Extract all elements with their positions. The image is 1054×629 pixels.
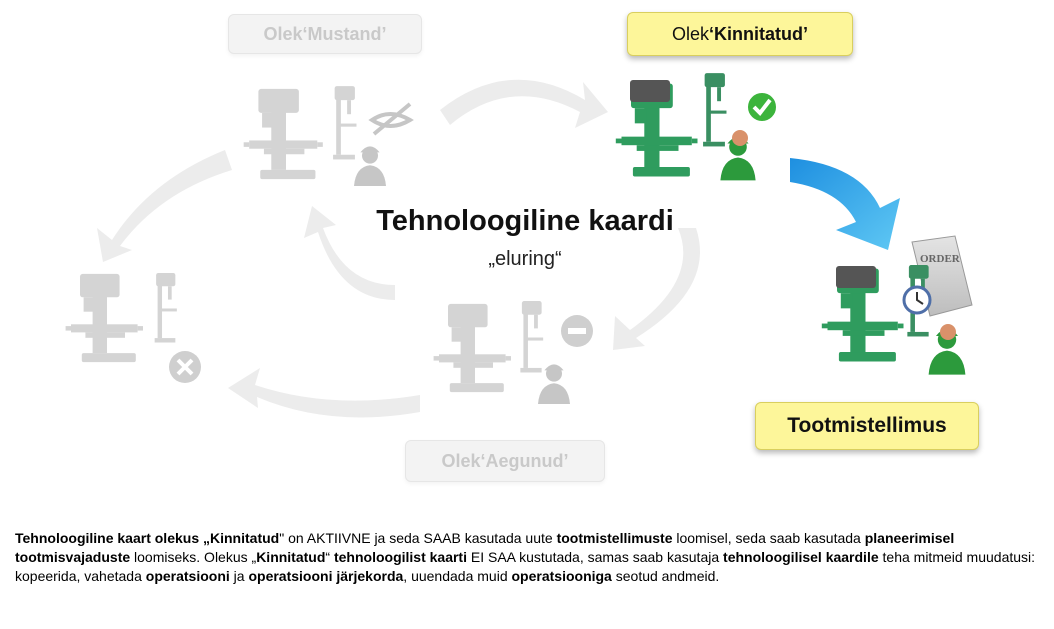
cap-2: Kinnitatud	[210, 530, 280, 546]
state-expired-callout: Olek ‘Aegunud’	[405, 440, 605, 482]
cap-3: " on AKTIIVNE ja seda SAAB kasutada uute	[279, 530, 557, 546]
big-blue-arrow	[790, 158, 900, 250]
diagram-graphics: ORDER	[65, 73, 973, 418]
cap-16: operatsiooni järjekorda	[248, 568, 404, 584]
state-expired-name: ‘Aegunud’	[480, 450, 569, 471]
state-draft-prefix: Olek	[263, 23, 303, 44]
description-text: Tehnoloogiline kaart olekus „Kinnitatud"…	[15, 529, 1040, 586]
order-group: ORDER	[821, 235, 973, 375]
state-draft-name: ‘Mustand’	[302, 23, 387, 44]
state-approved-prefix: Olek	[672, 23, 710, 44]
cap-9: “	[325, 549, 334, 565]
lifecycle-diagram: ORDER Olek ‘Mustand’ Olek ‘Kinnitatud’ O…	[65, 12, 979, 482]
order-sheet-text: ORDER	[920, 253, 961, 265]
state-approved-name: ‘Kinnitatud’	[709, 23, 808, 44]
cap-17: , uuendada muid	[403, 568, 512, 584]
order-callout: Tootmistellimus	[755, 402, 979, 450]
approved-machines	[615, 73, 778, 181]
diagram-title: Tehnoloogiline kaardi	[376, 205, 674, 237]
cap-11: EI SAA kustutada, samas saab kasutaja	[466, 549, 724, 565]
cap-7: loomiseks. Olekus „	[130, 549, 257, 565]
draft-machines	[243, 86, 414, 186]
cap-12: tehnoloogilisel kaardile	[723, 549, 879, 565]
cap-14: operatsiooni	[145, 568, 230, 584]
expired-machines	[433, 301, 593, 404]
cap-5: loomisel, seda saab kasutada	[672, 530, 865, 546]
diagram-subtitle: „eluring“	[488, 248, 562, 270]
cap-18: operatsiooniga	[511, 568, 612, 584]
state-approved-callout: Olek ‘Kinnitatud’	[627, 12, 853, 56]
state-draft-callout: Olek ‘Mustand’	[228, 14, 422, 54]
cycle-arrows	[97, 79, 700, 418]
inactive-machines	[65, 272, 201, 383]
cap-1: Tehnoloogiline kaart olekus „	[15, 530, 210, 546]
cap-19: seotud andmeid.	[611, 568, 720, 584]
cap-13: teha mitmeid muudatusi: kopeerida, vahet…	[15, 549, 1036, 584]
cap-4: tootmistellimuste	[556, 530, 673, 546]
cap-15: ja	[229, 568, 249, 584]
cap-8: Kinnitatud	[256, 549, 326, 565]
cap-6: planeerimisel tootmisvajaduste	[15, 530, 955, 565]
cap-10: tehnoloogilist kaarti	[333, 549, 467, 565]
state-expired-prefix: Olek	[441, 450, 481, 471]
order-label: Tootmistellimus	[787, 414, 947, 437]
